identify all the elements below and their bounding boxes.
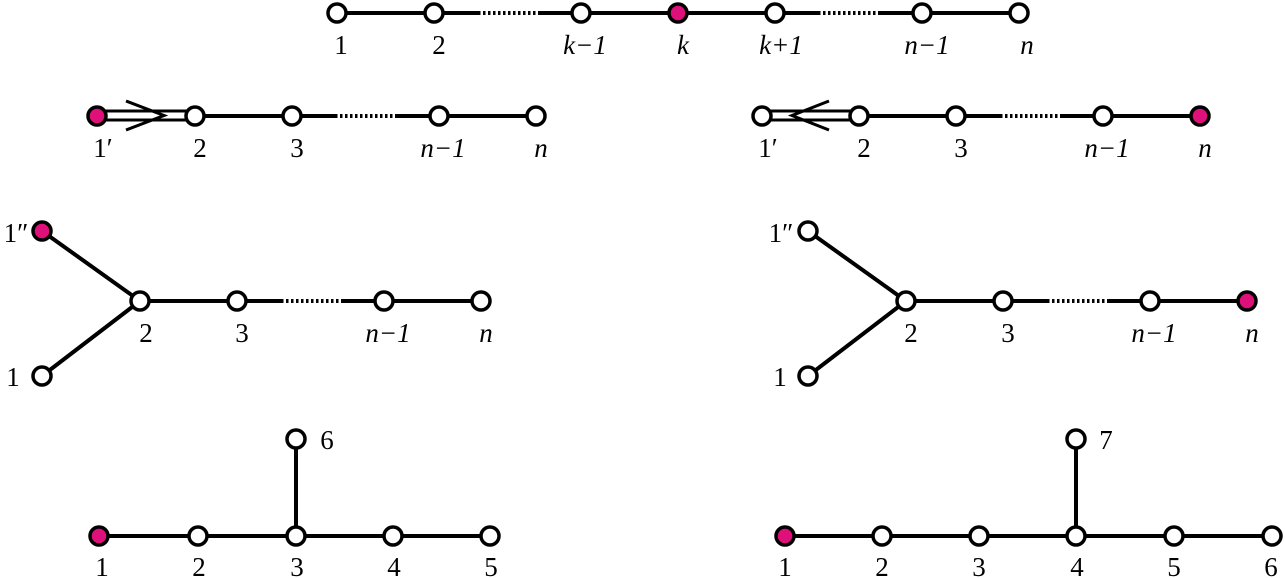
marked-node [88, 525, 110, 547]
node-label: n−1 [904, 30, 949, 60]
node-label: 2 [139, 318, 153, 348]
node-label: 5 [484, 552, 498, 578]
node-label: 2 [857, 133, 871, 163]
node-label: n−1 [365, 318, 410, 348]
marked-node [31, 220, 53, 242]
marked-node [1189, 105, 1211, 127]
node-label: n [479, 318, 493, 348]
node-label: n−1 [420, 133, 465, 163]
diagram-e: 1″ 1 2 3 n−1 n [769, 218, 1259, 392]
node-label: n [1198, 133, 1212, 163]
node-label: 3 [972, 552, 986, 578]
open-node [326, 2, 348, 24]
node-label: 2 [193, 133, 207, 163]
open-node [1261, 525, 1283, 547]
open-node [184, 105, 206, 127]
open-node [764, 2, 786, 24]
node-label: 2 [192, 552, 206, 578]
open-node [848, 105, 870, 127]
node-label: n−1 [1131, 318, 1176, 348]
open-node [895, 290, 917, 312]
open-node [570, 2, 592, 24]
open-node [1139, 290, 1161, 312]
open-node [129, 290, 151, 312]
node-label: 1 [778, 552, 792, 578]
node-label: 3 [235, 318, 249, 348]
open-node [871, 525, 893, 547]
node-label: 3 [954, 133, 968, 163]
node-label: 1′ [758, 133, 777, 163]
node-label: 3 [290, 552, 304, 578]
open-node [31, 365, 53, 387]
open-node [479, 525, 501, 547]
open-node [226, 290, 248, 312]
node-label: 1′ [93, 133, 112, 163]
marked-node [667, 2, 689, 24]
node-label: n [1245, 318, 1259, 348]
open-node [911, 2, 933, 24]
marked-node [1236, 290, 1258, 312]
node-label: k [677, 30, 690, 60]
node-label: 2 [904, 318, 918, 348]
open-node [1092, 105, 1114, 127]
open-node [797, 365, 819, 387]
open-node [382, 525, 404, 547]
marked-node [774, 525, 796, 547]
node-label: 4 [1070, 552, 1084, 578]
open-node [797, 220, 819, 242]
open-node [945, 105, 967, 127]
diagram-b: 1′ 2 3 n−1 n [86, 99, 548, 163]
node-label: n [534, 133, 548, 163]
edge [40, 229, 142, 303]
open-node [992, 290, 1014, 312]
edge [806, 229, 908, 303]
open-node [1163, 525, 1185, 547]
arrow-right-icon [125, 99, 169, 132]
diagram-f: 1 2 3 4 5 6 [88, 425, 501, 578]
node-label: 5 [1167, 552, 1181, 578]
open-node [525, 105, 547, 127]
open-node [423, 2, 445, 24]
node-label: 6 [1264, 552, 1278, 578]
arrow-left-icon [787, 99, 830, 132]
open-node [1065, 525, 1087, 547]
diagram-g: 1 2 3 4 5 6 7 [774, 425, 1283, 578]
open-node [1065, 428, 1087, 450]
diagram-c: 1′ 2 3 n−1 n [751, 99, 1212, 163]
node-label: 1 [6, 362, 20, 392]
open-node [285, 525, 307, 547]
node-label: 1 [773, 362, 787, 392]
marked-node [86, 105, 108, 127]
open-node [373, 290, 395, 312]
node-label: 1 [334, 30, 348, 60]
diagram-d: 1″ 1 2 3 n−1 n [4, 218, 493, 392]
open-node [285, 428, 307, 450]
node-label: k+1 [759, 30, 803, 60]
open-node [470, 290, 492, 312]
node-label: 1″ [769, 218, 794, 248]
open-node [281, 105, 303, 127]
node-label: 4 [387, 552, 401, 578]
node-label: 2 [875, 552, 889, 578]
edge [40, 299, 142, 378]
open-node [968, 525, 990, 547]
node-label: 3 [1001, 318, 1015, 348]
node-label: k−1 [563, 30, 607, 60]
open-node [428, 105, 450, 127]
open-node [1008, 2, 1030, 24]
open-node [187, 525, 209, 547]
node-label: 3 [290, 133, 304, 163]
edge [806, 299, 908, 378]
node-label: 7 [1099, 425, 1113, 455]
node-label: 2 [432, 30, 446, 60]
node-label: 6 [320, 425, 334, 455]
node-label: n−1 [1084, 133, 1129, 163]
diagram-a: 1 2 k−1 k k+1 n−1 n [326, 2, 1034, 60]
node-label: 1 [95, 552, 109, 578]
node-label: n [1020, 30, 1034, 60]
node-label: 1″ [4, 218, 29, 248]
open-node [751, 105, 773, 127]
